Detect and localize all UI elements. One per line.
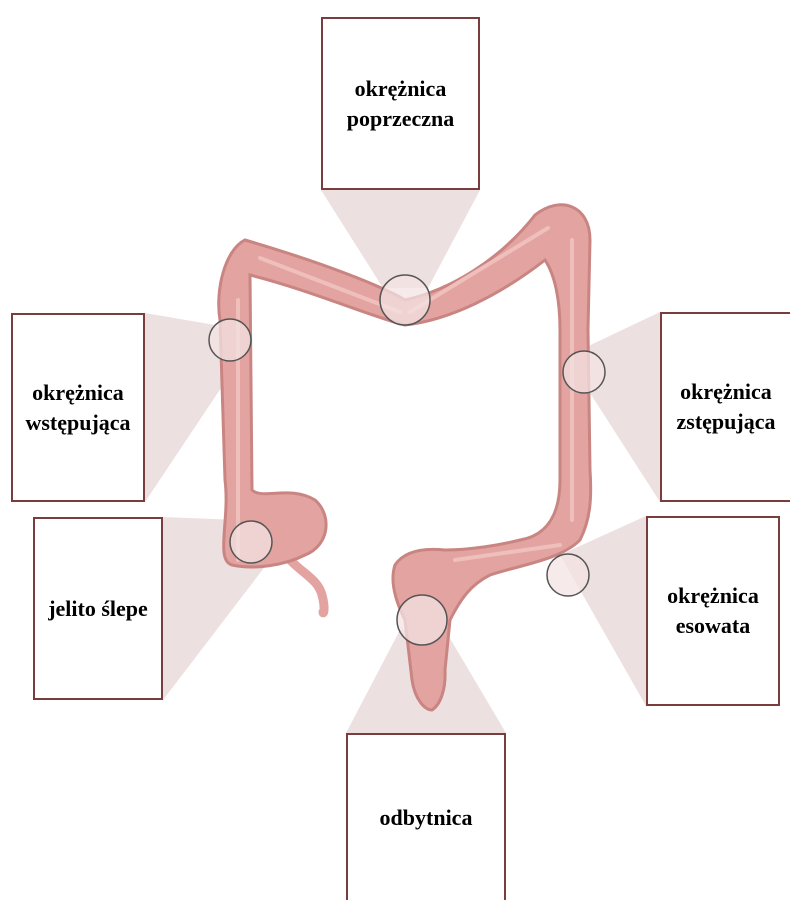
label-transverse-line-1: okrężnica [347,74,455,104]
highlight-sigmoid [547,554,589,596]
appendix [290,560,324,613]
highlight-ascending [209,319,251,361]
label-sigmoid-colon: okrężnica esowata [646,516,780,706]
label-descending-colon: okrężnica zstępująca [660,312,790,502]
label-ascending-colon: okrężnica wstępująca [11,313,145,502]
label-cecum-line-1: jelito ślepe [48,594,148,624]
label-rectum: odbytnica [346,733,506,900]
label-ascending-line-1: okrężnica [25,378,130,408]
callout-cone-descending [580,312,660,502]
label-transverse-colon: okrężnica poprzeczna [321,17,480,190]
highlight-transverse [380,275,430,325]
label-ascending-line-2: wstępująca [25,408,130,438]
highlight-rectum [397,595,447,645]
label-descending-line-2: zstępująca [677,407,776,437]
highlight-cecum [230,521,272,563]
label-sigmoid-line-2: esowata [667,611,759,641]
highlight-descending [563,351,605,393]
label-cecum: jelito ślepe [33,517,163,700]
label-sigmoid-line-1: okrężnica [667,581,759,611]
label-rectum-line-1: odbytnica [380,803,473,833]
label-descending-line-1: okrężnica [677,377,776,407]
label-transverse-line-2: poprzeczna [347,104,455,134]
